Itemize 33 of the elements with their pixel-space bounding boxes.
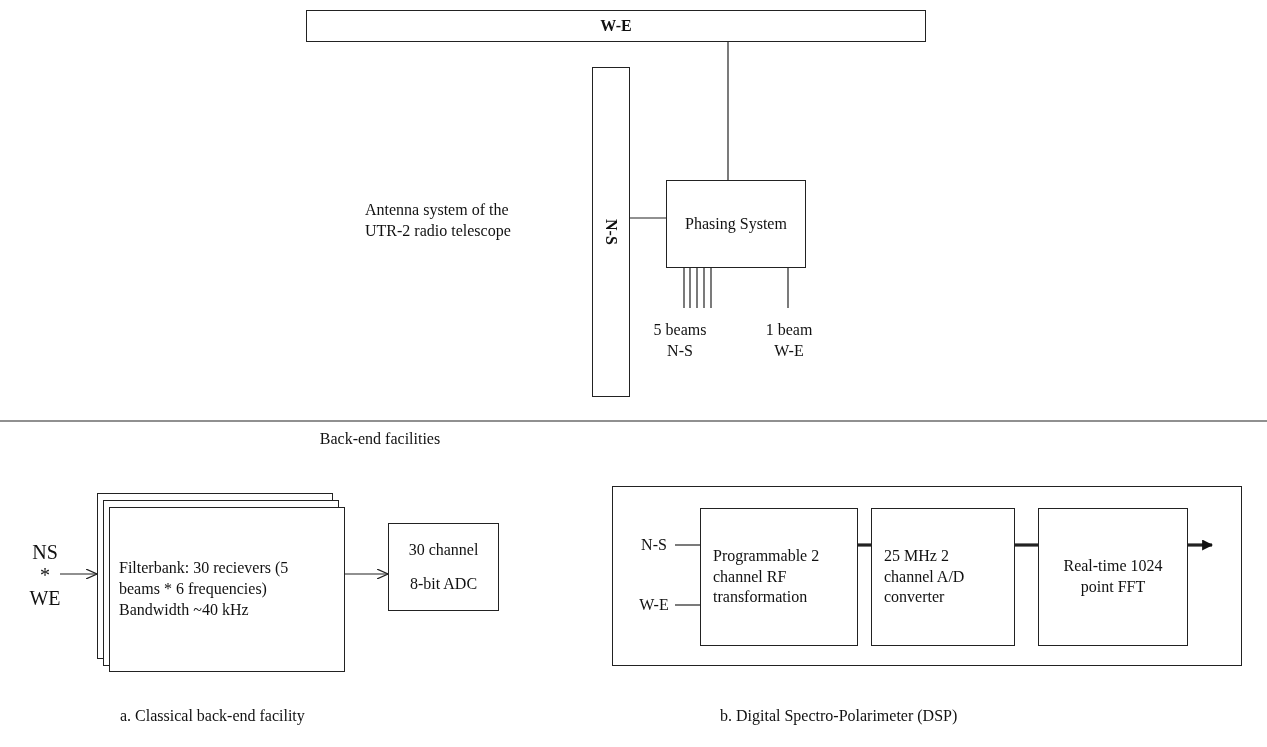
beam-label: 1 beam W-E — [764, 320, 814, 361]
process-box: Phasing System — [666, 180, 806, 268]
caption-text: Antenna system of the UTR-2 radio telescope — [365, 200, 512, 242]
connector-line — [710, 267, 712, 309]
input-text: W-E — [633, 594, 675, 616]
connector-line — [858, 543, 871, 547]
connector-line — [696, 267, 698, 309]
connector-line — [629, 217, 667, 219]
process-box: 30 channel 8-bit ADC — [388, 523, 499, 611]
process-box: 25 MHz 2 channel A/D converter — [871, 508, 1015, 646]
input-text: NS * WE — [30, 535, 60, 615]
process-box: Programmable 2 channel RF transformation — [700, 508, 858, 646]
process-box: Real-time 1024 point FFT — [1038, 508, 1188, 646]
arrow — [344, 568, 389, 580]
connector-line — [689, 267, 691, 309]
connector-line — [1015, 543, 1038, 547]
connector-line — [703, 267, 705, 309]
connector-line — [787, 267, 789, 309]
beam-label: 5 beams N-S — [652, 320, 708, 361]
antenna-arm-box: W-E — [306, 10, 926, 42]
arm-label: N-S — [602, 219, 622, 245]
connector-line — [727, 41, 729, 181]
section-heading: Back-end facilities — [318, 429, 442, 449]
connector-line — [683, 267, 685, 309]
antenna-arm-box — [592, 67, 630, 397]
connector-line — [674, 604, 701, 606]
arrow — [59, 568, 98, 580]
input-text: N-S — [633, 534, 675, 556]
system-frame — [612, 486, 1242, 666]
caption-text: b. Digital Spectro-Polarimeter (DSP) — [720, 706, 959, 727]
caption-text: a. Classical back-end facility — [120, 706, 306, 727]
arrow — [1188, 539, 1214, 551]
connector-line — [674, 544, 701, 546]
